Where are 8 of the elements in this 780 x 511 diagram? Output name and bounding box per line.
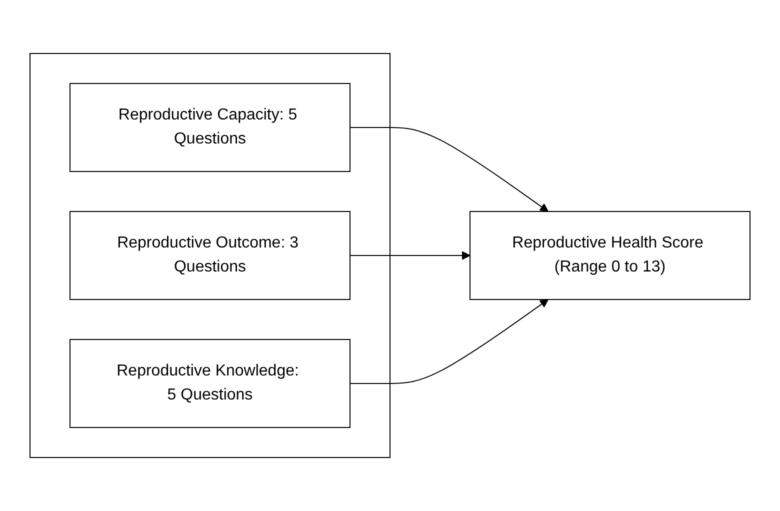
arrow xyxy=(350,299,549,384)
node-box: Reproductive Capacity: 5 Questions xyxy=(70,83,350,172)
cluster xyxy=(30,53,390,458)
node-box: Reproductive Knowledge: 5 Questions xyxy=(70,339,350,428)
arrow xyxy=(350,251,470,260)
node-box: Reproductive Outcome: 3 Questions xyxy=(70,211,350,300)
arrow xyxy=(350,127,549,212)
node-box: Reproductive Health Score (Range 0 to 13) xyxy=(470,211,750,300)
